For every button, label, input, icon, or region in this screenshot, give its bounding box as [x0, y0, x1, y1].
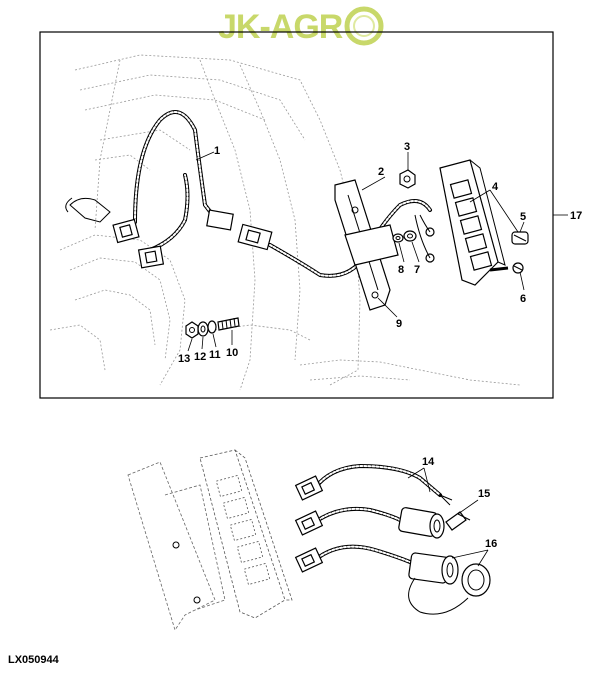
lower-bracket	[127, 461, 226, 631]
callout-3: 3	[404, 141, 410, 153]
washer-8	[392, 233, 404, 243]
callout-14: 14	[422, 456, 435, 468]
connector-left-upper	[112, 218, 140, 244]
logo-ring	[344, 6, 384, 46]
figure-code: LX050944	[8, 654, 60, 666]
washer-12	[197, 321, 209, 337]
callout-2: 2	[378, 166, 384, 178]
callout-10: 10	[226, 347, 238, 359]
bolt-10	[217, 317, 240, 331]
mounting-bracket	[334, 179, 399, 311]
callout-1: 1	[214, 145, 220, 157]
callout-11: 11	[209, 349, 221, 361]
leader-lines-lower	[407, 467, 489, 567]
callout-16: 16	[485, 538, 497, 550]
callout-8: 8	[398, 264, 404, 276]
callout-5: 5	[520, 211, 526, 223]
wire-14	[294, 463, 453, 506]
nut-3	[399, 169, 416, 189]
callout-6: 6	[520, 293, 526, 305]
callout-17: 17	[570, 210, 582, 222]
callout-13: 13	[178, 353, 190, 365]
callout-9: 9	[396, 318, 402, 330]
nut-13	[185, 321, 199, 339]
socket-16	[294, 544, 491, 615]
screw-6	[489, 262, 524, 274]
callout-7: 7	[414, 264, 420, 276]
logo-ring-inner	[353, 15, 375, 37]
jk-agro-logo: JK-AGR	[218, 6, 384, 46]
connector-middle	[206, 209, 273, 251]
callout-12: 12	[194, 351, 206, 363]
cab-background	[49, 54, 521, 391]
socket-15	[294, 506, 471, 539]
washer-11	[207, 320, 217, 334]
connector-left-lower	[137, 245, 165, 269]
callout-15: 15	[478, 488, 490, 500]
logo-text: JK-AGR	[218, 8, 343, 46]
ring-terminals	[414, 214, 435, 263]
leader-lines-upper	[187, 151, 568, 352]
clip-5	[511, 231, 529, 245]
ghost-clip	[65, 197, 111, 223]
wiring-harness	[112, 110, 432, 278]
washer-7	[403, 230, 417, 242]
lower-switch-panel	[199, 449, 293, 619]
callout-4: 4	[492, 181, 499, 193]
switch-panel	[439, 159, 506, 286]
